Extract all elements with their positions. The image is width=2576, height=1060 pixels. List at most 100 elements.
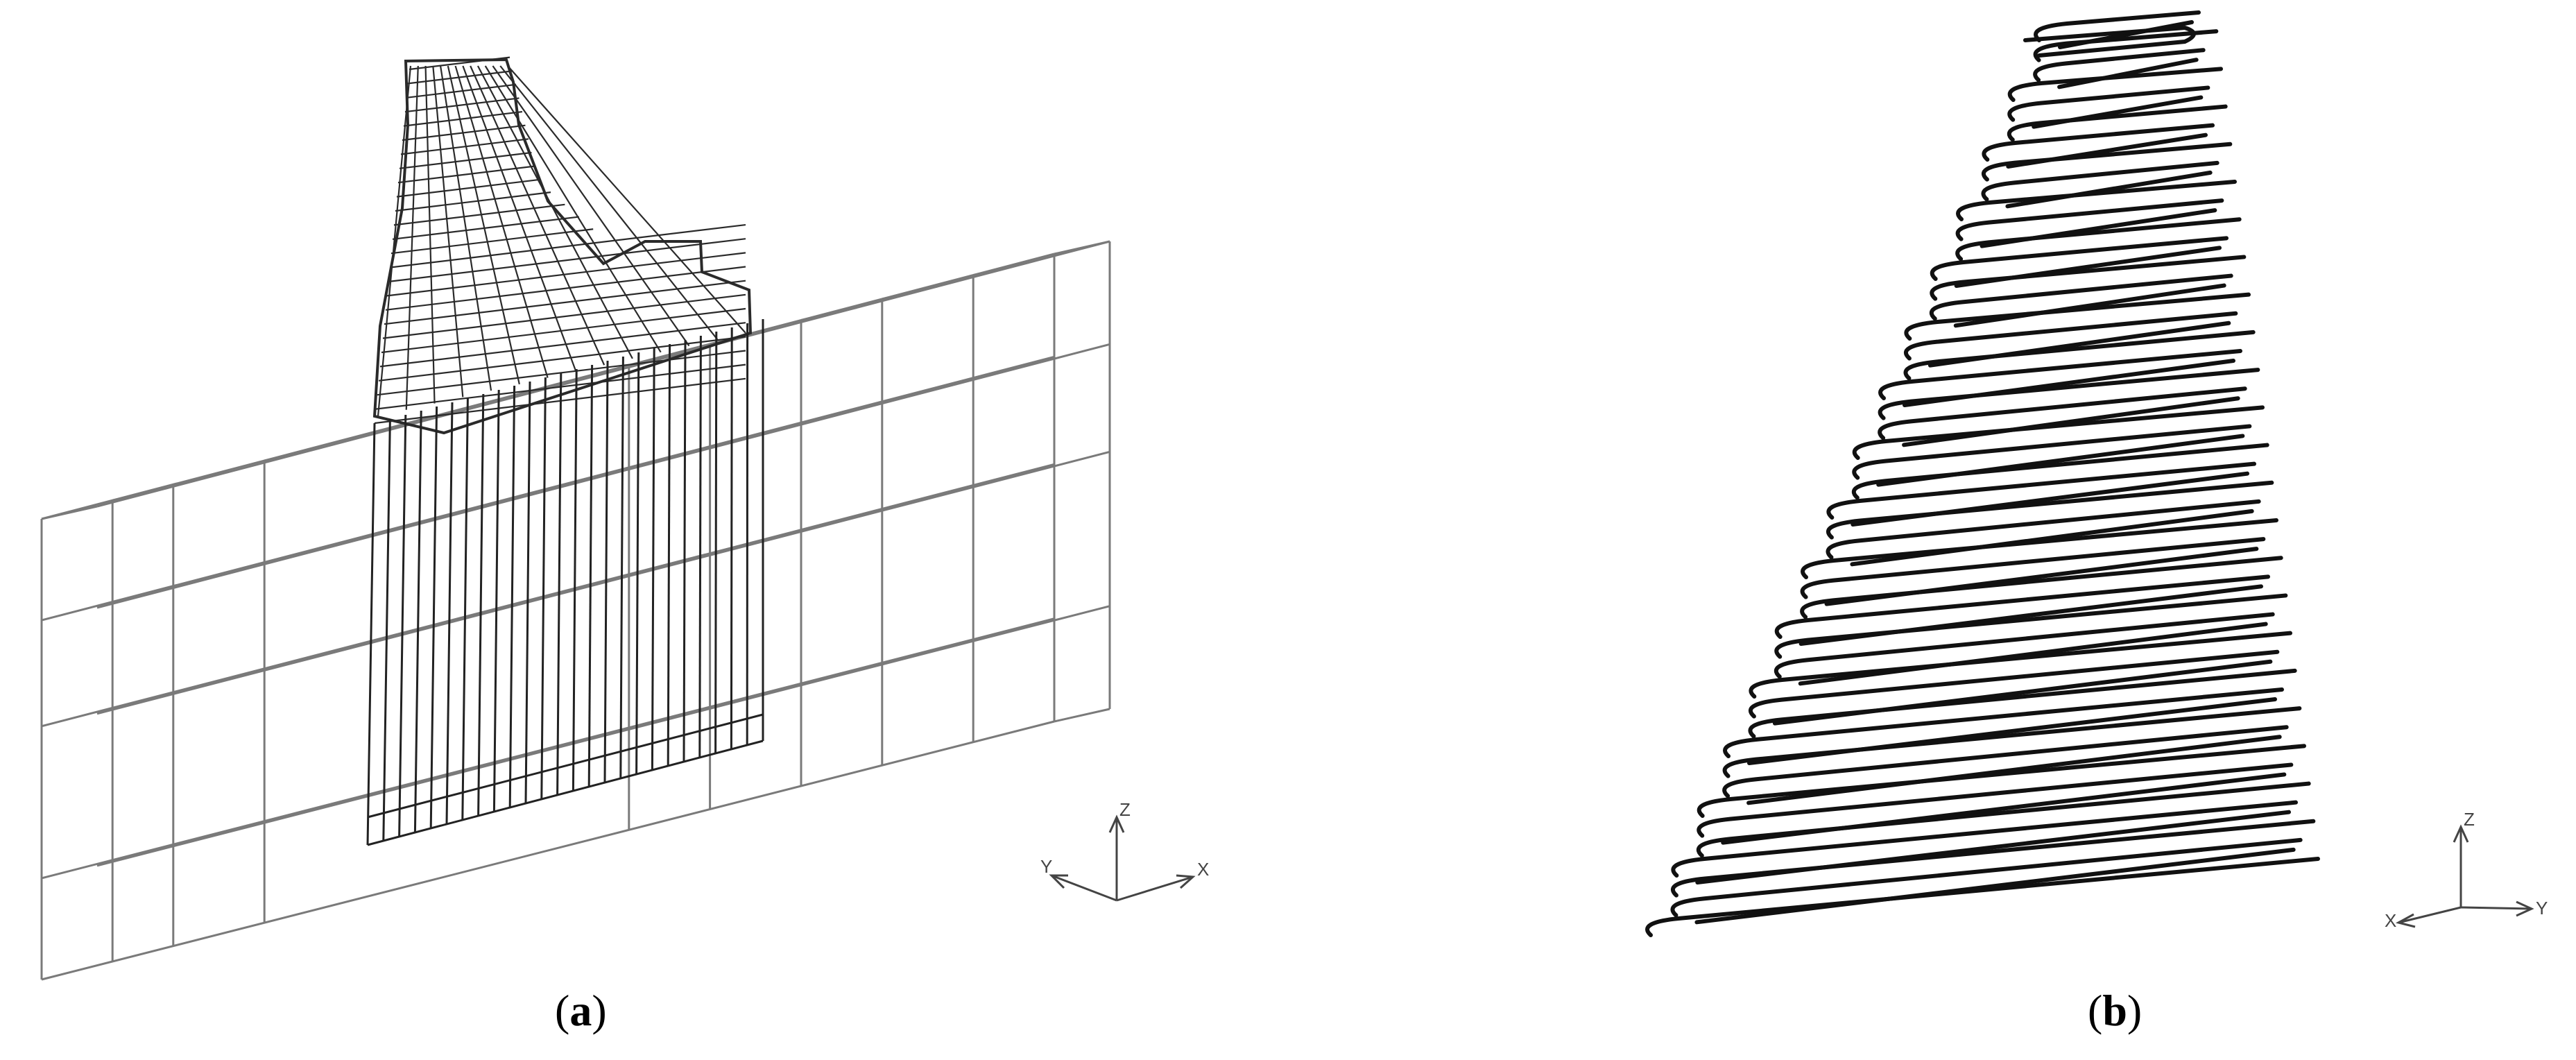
dam-mesh-line (384, 280, 746, 325)
foundation-mesh-line (698, 335, 702, 758)
dam-mesh-line (439, 65, 492, 391)
foundation-mesh-line (635, 352, 640, 775)
z-axis-label: Z (2464, 809, 2475, 830)
contour-slice (1671, 800, 2298, 878)
block-depth-tick (972, 262, 1029, 277)
contour-slice-top (2023, 25, 2196, 58)
foundation-base-line (367, 713, 764, 819)
dam-mesh-line (499, 65, 719, 340)
foundation-mesh-line (730, 327, 733, 750)
block-depth-edge (1054, 708, 1110, 723)
foundation-mesh-lines (366, 319, 764, 846)
contour-slice (1801, 518, 2278, 579)
foundation-mesh-line (445, 402, 454, 825)
contour-slice (1929, 273, 2233, 321)
axis-triad-b (2395, 824, 2534, 928)
block-depth-tick (173, 470, 230, 486)
dam-mesh-line (424, 65, 436, 404)
block-horizontal-band (41, 463, 1055, 728)
y-axis-label: Y (2536, 898, 2548, 918)
block-back-band (96, 450, 1110, 715)
contour-slice (2033, 29, 2219, 62)
foundation-mesh-line (587, 364, 594, 787)
contour-slice (1982, 123, 2215, 162)
contour-slice (2007, 104, 2228, 142)
dam-mesh-line (462, 65, 577, 372)
contour-slice (1697, 762, 2294, 838)
y-axis-arrowhead (1049, 874, 1068, 889)
dam-mesh-line (432, 65, 464, 398)
contour-slice (1981, 142, 2233, 182)
contour-slice (1826, 499, 2261, 560)
foundation-mesh-line (366, 422, 376, 846)
contour-slice (1696, 781, 2311, 858)
contour-slice (1955, 217, 2242, 262)
contour-slice (2007, 85, 2210, 122)
block-bottom-edge (41, 720, 1055, 981)
x-axis-arrowhead (2395, 913, 2416, 928)
contour-slice (1903, 311, 2238, 361)
block-depth-tick (800, 307, 857, 321)
contour-slice (1826, 461, 2256, 520)
y-axis-line (1051, 874, 1117, 902)
axis-triad-a (1049, 814, 1196, 902)
dam-mesh-line (381, 307, 746, 354)
foundation-mesh-line (572, 368, 578, 792)
foundation-mesh-line (524, 381, 531, 804)
foundation-block-wireframe (40, 240, 1111, 981)
foundation-mesh-line (619, 356, 624, 779)
contour-slice (1878, 349, 2242, 400)
dam-mesh-line (470, 65, 606, 366)
dam-mesh-line (402, 124, 526, 142)
y-axis-line (2460, 906, 2532, 910)
block-horizontal-band (41, 355, 1055, 622)
dam-body-mesh (372, 56, 753, 435)
contour-slice-lines (1645, 10, 2320, 937)
dam-mesh-line (382, 293, 746, 339)
contour-slice (1722, 706, 2302, 778)
contour-slice (1722, 725, 2289, 798)
dam-mesh-line (404, 97, 520, 113)
contour-slice (2057, 58, 2199, 89)
foundation-mesh-line (651, 348, 655, 771)
foundation-mesh-line (382, 418, 391, 841)
dam-mesh-line (403, 110, 523, 127)
block-depth-edge (1054, 240, 1110, 255)
dam-mesh-line (385, 266, 746, 311)
contour-slice (2007, 67, 2223, 102)
dam-mesh-line (390, 228, 594, 255)
dam-mesh-line (386, 252, 746, 297)
z-axis-label: Z (1119, 799, 1131, 820)
panel-label-a: (a) (555, 986, 607, 1035)
block-depth-tick (264, 447, 320, 462)
x-axis-label: X (1197, 859, 1209, 880)
block-back-top-edge (96, 240, 1110, 508)
x-axis-arrowhead (1176, 874, 1196, 889)
contour-slice (1749, 631, 2292, 699)
dam-mesh-line (400, 138, 529, 155)
y-axis-arrowhead (2516, 900, 2534, 917)
contour-slice (1645, 857, 2320, 937)
dam-mesh-line (447, 65, 520, 385)
dam-mesh-line (389, 223, 746, 268)
dam-mesh-line (492, 65, 690, 347)
foundation-mesh-line (508, 385, 516, 808)
contour-slice (1697, 744, 2306, 818)
contour-slice (1878, 368, 2260, 420)
contour-slice (1850, 508, 2254, 567)
contour-slice (1878, 386, 2247, 441)
contour-slice (1723, 687, 2284, 758)
contour-slice (1955, 198, 2224, 241)
x-axis-line (2398, 906, 2462, 924)
panel-b-contour-slices: Z X Y (1645, 10, 2548, 937)
foundation-mesh-line (556, 373, 563, 796)
dam-mesh-line (377, 65, 412, 417)
contour-slice (1748, 668, 2297, 739)
block-depth-tick (112, 486, 169, 502)
z-axis-arrowhead (2453, 824, 2469, 843)
dam-mesh-line (484, 65, 662, 353)
z-axis-arrowhead (1108, 814, 1125, 833)
foundation-mesh-line (667, 343, 671, 767)
block-horizontal-band (41, 617, 1055, 880)
